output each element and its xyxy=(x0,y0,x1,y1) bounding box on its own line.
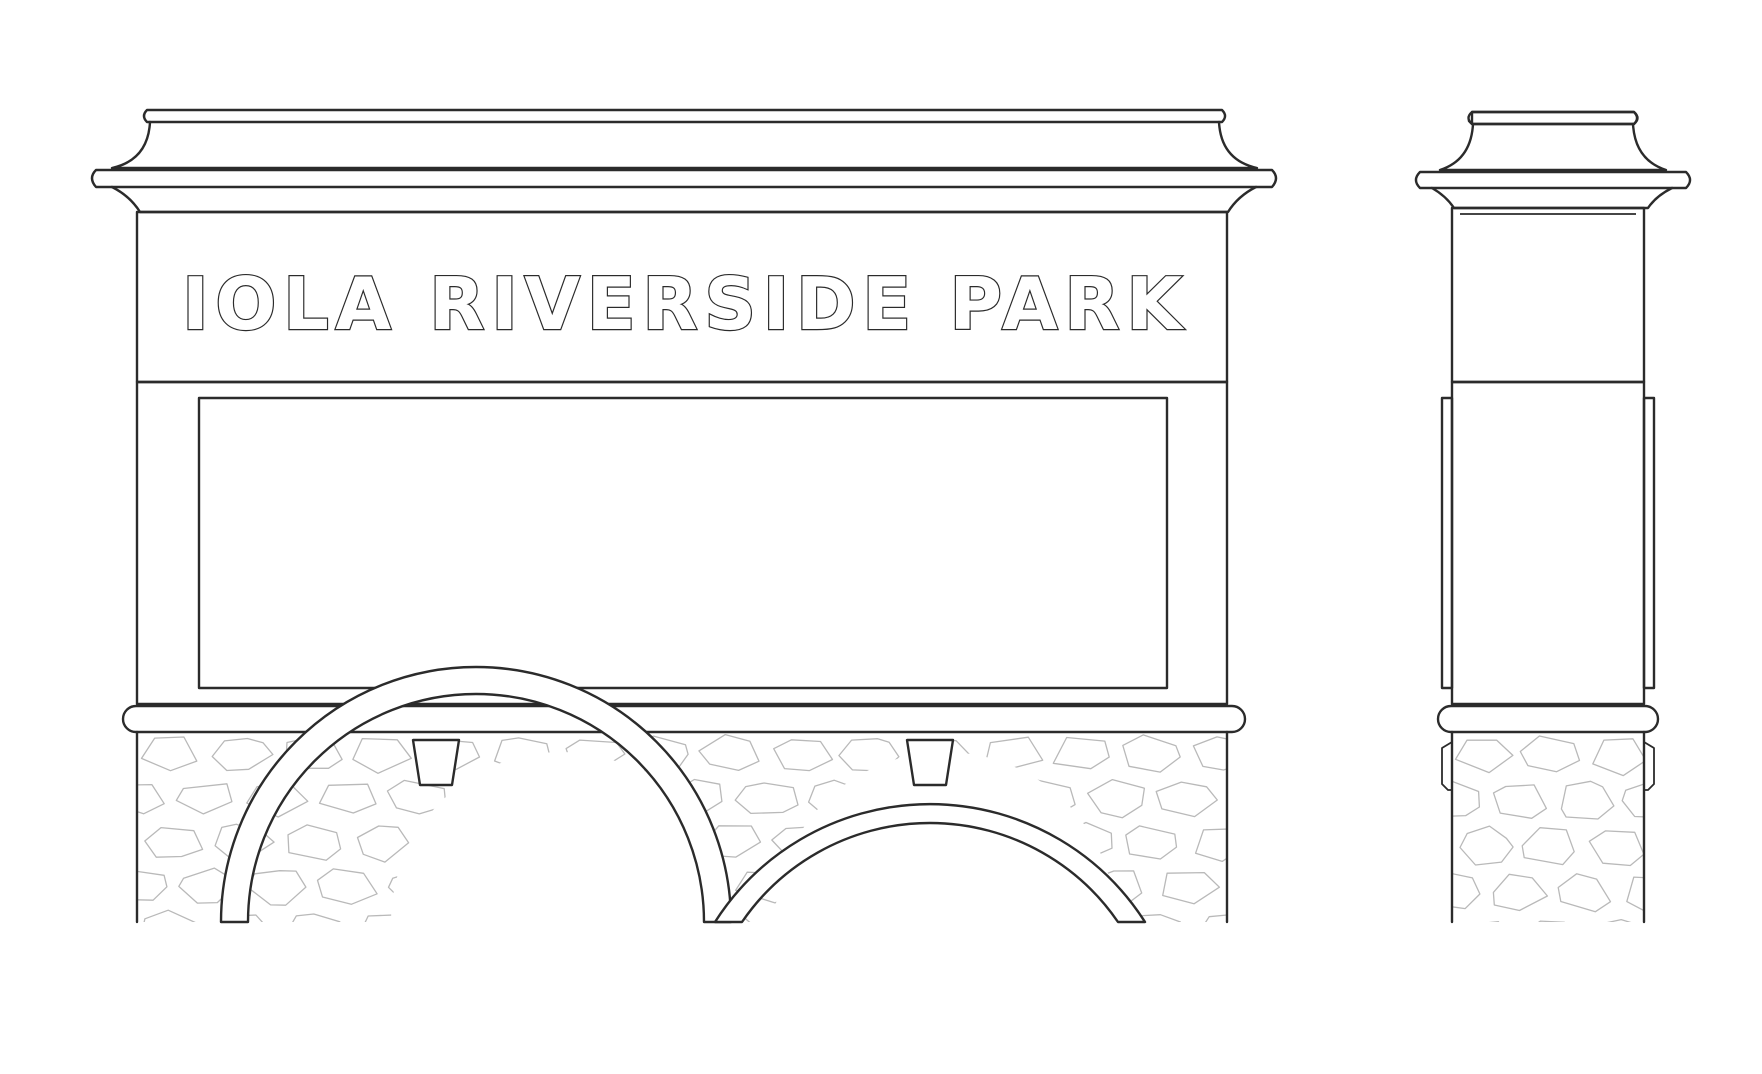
side-panel-edge-left xyxy=(1440,396,1454,690)
stone xyxy=(420,827,476,862)
stone xyxy=(386,779,447,815)
stone xyxy=(561,822,621,859)
side-band-molding xyxy=(1436,704,1660,734)
front-band-molding xyxy=(121,704,1247,734)
stone xyxy=(352,737,412,774)
stone xyxy=(137,869,168,901)
front-keystone-right xyxy=(905,738,955,787)
front-keystone-left xyxy=(411,738,461,787)
stone xyxy=(985,736,1044,771)
stone xyxy=(492,911,551,922)
stone xyxy=(1588,830,1644,867)
stone xyxy=(1521,827,1575,866)
stone xyxy=(1492,784,1548,819)
stone xyxy=(985,909,1041,922)
stone xyxy=(318,783,377,814)
stone xyxy=(422,913,478,922)
stone xyxy=(1519,735,1581,773)
stone xyxy=(1621,783,1644,818)
stone xyxy=(316,868,378,905)
stone xyxy=(211,737,274,772)
stone xyxy=(698,733,760,772)
stone xyxy=(1452,780,1481,817)
stone xyxy=(524,867,588,905)
stone xyxy=(911,825,972,862)
stone xyxy=(1454,739,1514,774)
stone xyxy=(1626,876,1644,912)
front-stone-base xyxy=(135,665,1287,924)
stone xyxy=(1192,736,1227,771)
side-elevation xyxy=(1414,110,1692,924)
stone xyxy=(1162,871,1221,905)
stone xyxy=(559,916,623,922)
stone xyxy=(1194,828,1227,863)
stone xyxy=(627,912,693,922)
stone xyxy=(1016,868,1078,901)
stone xyxy=(175,783,233,815)
stone xyxy=(600,782,653,818)
stone xyxy=(911,910,972,922)
stone xyxy=(497,823,550,859)
stone xyxy=(1155,781,1218,818)
stone xyxy=(245,870,307,906)
stone xyxy=(355,914,409,922)
stone xyxy=(565,739,626,775)
stone xyxy=(771,913,833,922)
front-elevation: IOLA RIVERSIDE PARK xyxy=(90,108,1287,924)
stone xyxy=(773,739,834,772)
stone xyxy=(1122,734,1181,773)
stone xyxy=(1229,781,1287,814)
side-stone-pattern xyxy=(1452,735,1644,922)
stone xyxy=(1022,778,1076,818)
stone xyxy=(137,783,165,815)
stone xyxy=(287,824,342,861)
stone xyxy=(527,782,588,817)
stone xyxy=(1231,867,1286,900)
stone xyxy=(356,825,410,863)
stone xyxy=(220,914,274,922)
stone xyxy=(1488,921,1500,922)
stone xyxy=(458,867,515,903)
stone xyxy=(1492,873,1549,912)
stone xyxy=(844,913,905,922)
stone xyxy=(1592,738,1644,777)
stone xyxy=(1051,917,1114,922)
stone xyxy=(1557,873,1612,913)
stone xyxy=(838,738,900,772)
stone xyxy=(807,779,867,815)
stone xyxy=(493,737,553,771)
stone xyxy=(144,826,204,858)
stone xyxy=(140,736,198,772)
stone xyxy=(1052,736,1110,770)
stone xyxy=(462,784,517,816)
stone xyxy=(282,913,341,922)
stone xyxy=(878,866,937,902)
stone xyxy=(1122,914,1182,922)
stone xyxy=(1459,825,1514,866)
front-message-frame xyxy=(135,380,1229,706)
stone xyxy=(387,867,446,902)
stone xyxy=(1537,920,1565,922)
stone xyxy=(597,869,659,905)
stone xyxy=(947,870,1006,906)
side-panel-edge-right xyxy=(1642,396,1656,690)
stone xyxy=(1606,918,1632,922)
stone xyxy=(734,782,799,815)
side-cap xyxy=(1414,110,1692,210)
side-upper-body xyxy=(1450,206,1646,384)
front-cornice xyxy=(90,108,1278,214)
side-stone-base xyxy=(1441,730,1655,924)
front-arch-right xyxy=(713,802,1147,924)
stone xyxy=(809,869,866,903)
stone xyxy=(1452,872,1481,910)
front-message-panel xyxy=(197,396,1169,690)
side-middle-body xyxy=(1450,380,1646,706)
stone xyxy=(1125,825,1178,860)
stone xyxy=(1086,778,1146,819)
sign-name-lettering: IOLA RIVERSIDE PARK xyxy=(182,262,1184,346)
stone xyxy=(141,909,202,922)
stone xyxy=(628,826,688,863)
stone xyxy=(1560,780,1615,820)
